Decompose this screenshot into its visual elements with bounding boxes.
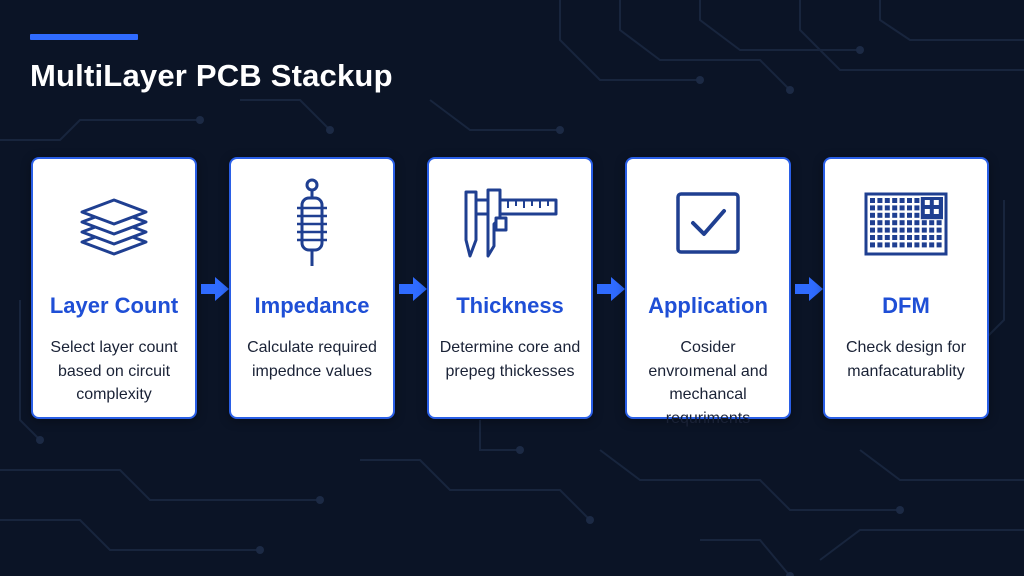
step-description: Check design for manfacaturablity xyxy=(845,339,967,380)
step-title: DFM xyxy=(882,293,930,318)
page-title: MultiLayer PCB Stackup xyxy=(30,58,393,93)
step-card-thickness: Thickness Determine core and prepeg thic… xyxy=(427,157,593,419)
step-description: Select layer count based on circuit comp… xyxy=(50,339,178,403)
arrow-right-icon xyxy=(597,277,625,301)
step-title: Layer Count xyxy=(49,293,179,318)
step-description: Cosider envroımenal and mechancal requri… xyxy=(648,339,768,427)
layers-icon xyxy=(80,198,148,256)
arrow-right-icon xyxy=(795,277,823,301)
step-title: Thickness xyxy=(456,293,564,318)
step-card-application: Application Cosider envroımenal and mech… xyxy=(625,157,791,427)
resistor-icon xyxy=(297,178,327,266)
step-title: Impedance xyxy=(254,293,370,318)
checkbox-icon xyxy=(676,192,740,254)
title-accent-bar xyxy=(30,34,138,40)
step-card-dfm: DFM Check design for manfacaturablity xyxy=(823,157,989,419)
step-card-layer-count: Layer Count Select layer count based on … xyxy=(31,157,197,419)
chip-grid-icon xyxy=(864,192,948,256)
step-description: Determine core and prepeg thickesses xyxy=(439,339,581,380)
arrow-right-icon xyxy=(399,277,427,301)
step-card-impedance: Impedance Calculate required impednce va… xyxy=(229,157,395,419)
step-description: Calculate required impednce values xyxy=(247,339,377,380)
caliper-icon xyxy=(464,188,558,258)
arrow-right-icon xyxy=(201,277,229,301)
step-title: Application xyxy=(648,293,768,318)
